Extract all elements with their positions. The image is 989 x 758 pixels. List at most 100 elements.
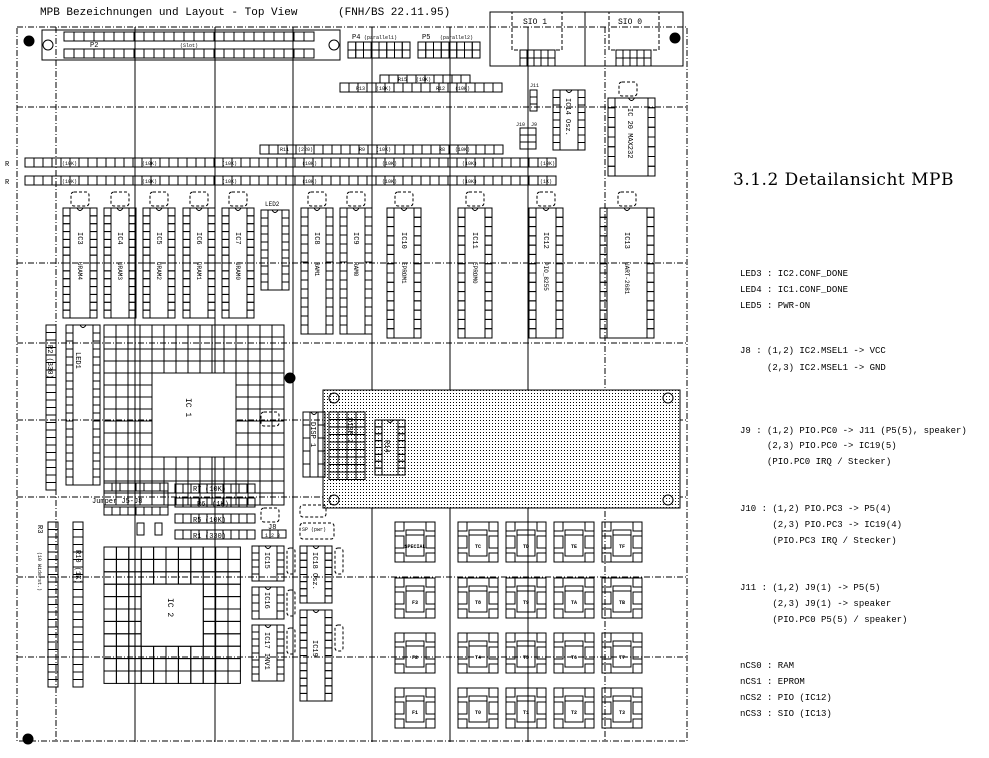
key-cap: [612, 695, 632, 723]
pin-pad: [528, 216, 537, 228]
resistor-pad: [402, 175, 413, 186]
pga-pin: [227, 658, 241, 672]
pin-pad: [182, 238, 191, 248]
pin-pad: [647, 165, 656, 177]
pin-pad: [276, 566, 285, 575]
resistor-pad: [105, 175, 116, 186]
pin1-notch: [400, 207, 408, 211]
key-pad: [457, 591, 468, 605]
pga-pin: [177, 571, 192, 585]
disp1: [309, 411, 319, 478]
pad: [386, 49, 395, 59]
board-outline: [16, 26, 688, 742]
p4-label: P4: [352, 34, 360, 42]
pga-pin: [103, 360, 117, 374]
pad: [243, 48, 255, 59]
pin1-notch: [234, 207, 242, 211]
pin1-notch: [155, 207, 163, 211]
pin-pad: [528, 300, 537, 311]
pad: [394, 41, 403, 51]
pga-pin: [247, 408, 261, 422]
pad: [464, 41, 473, 51]
r2-label: R2 (330): [45, 345, 53, 379]
pin-pad: [364, 279, 373, 290]
pga-pin: [115, 456, 129, 470]
key-pad: [394, 521, 405, 532]
ic9-label: IC9: [351, 232, 359, 245]
pad: [519, 141, 529, 150]
key-pad: [394, 718, 405, 729]
pga-pin: [163, 324, 177, 338]
r9-value: (10K): [376, 147, 391, 153]
ic7-cap: [228, 191, 248, 207]
ic9: [346, 207, 366, 335]
pin-pad: [300, 243, 309, 254]
key-pad: [505, 591, 516, 605]
pga-pin: [227, 571, 241, 585]
resistor-pad: [451, 74, 462, 84]
pin-pad: [646, 272, 655, 283]
key-cap: [405, 695, 425, 723]
resistor-pad: [132, 157, 143, 168]
ic13-type: UART-2681: [623, 262, 630, 295]
pin-pad: [260, 249, 269, 259]
pin-pad: [577, 142, 586, 151]
pin-pad: [251, 586, 260, 596]
resistor-pad: [501, 175, 512, 186]
pga-pin: [177, 658, 192, 672]
pin-pad: [142, 278, 151, 288]
pin-pad: [281, 209, 290, 219]
resistor-pad: [230, 529, 240, 540]
r3-label: R3: [35, 525, 43, 533]
pga-pin: [211, 348, 225, 362]
pin1-notch: [565, 89, 573, 93]
pin-pad: [647, 136, 656, 148]
pad: [629, 49, 638, 59]
pin-pad: [599, 253, 608, 265]
resistor-pad: [230, 513, 240, 524]
pad: [540, 49, 549, 59]
ic16-label: IC16: [262, 592, 270, 609]
pad: [103, 482, 113, 492]
ic15: [258, 545, 278, 582]
key-pad: [425, 552, 436, 563]
resistor-pad: [330, 157, 341, 168]
r15-label: R15: [398, 77, 407, 83]
pga-pin: [151, 456, 165, 470]
pin-pad: [251, 602, 260, 612]
pin-pad: [92, 452, 101, 462]
keypad-key-label: T3: [619, 710, 625, 716]
keypad-key-label: TF: [619, 544, 625, 550]
pga-pin: [271, 480, 285, 494]
pin-pad: [92, 420, 101, 430]
pga-pin: [247, 324, 261, 338]
pga-pin: [235, 432, 249, 446]
resistor-pad: [87, 175, 98, 186]
keypad-key-label: TC: [475, 544, 481, 550]
key-pad: [394, 632, 405, 643]
key-pad: [505, 521, 516, 532]
pin-pad: [142, 207, 151, 217]
pga-pin: [115, 558, 130, 573]
resistor-pad: [182, 483, 192, 494]
pin-pad: [555, 253, 564, 265]
pga-pin: [247, 396, 261, 410]
pga-pin: [163, 468, 177, 482]
resistor-pad: [394, 144, 405, 155]
pad: [622, 49, 631, 59]
pga-pin: [103, 408, 117, 422]
pin-pad: [484, 318, 493, 330]
key-pad: [425, 577, 436, 588]
r7-label: R7: [193, 486, 201, 494]
pga-pin: [163, 360, 177, 374]
pin-pad: [555, 309, 564, 320]
key-pad: [601, 591, 612, 605]
pga-pin: [259, 432, 273, 446]
pin-pad: [276, 624, 285, 633]
pga-pin: [211, 468, 225, 482]
resistor-pad: [33, 157, 44, 168]
pad: [519, 49, 528, 59]
pga-pin: [151, 468, 165, 482]
pad: [519, 127, 529, 136]
resistor-pad: [348, 175, 359, 186]
